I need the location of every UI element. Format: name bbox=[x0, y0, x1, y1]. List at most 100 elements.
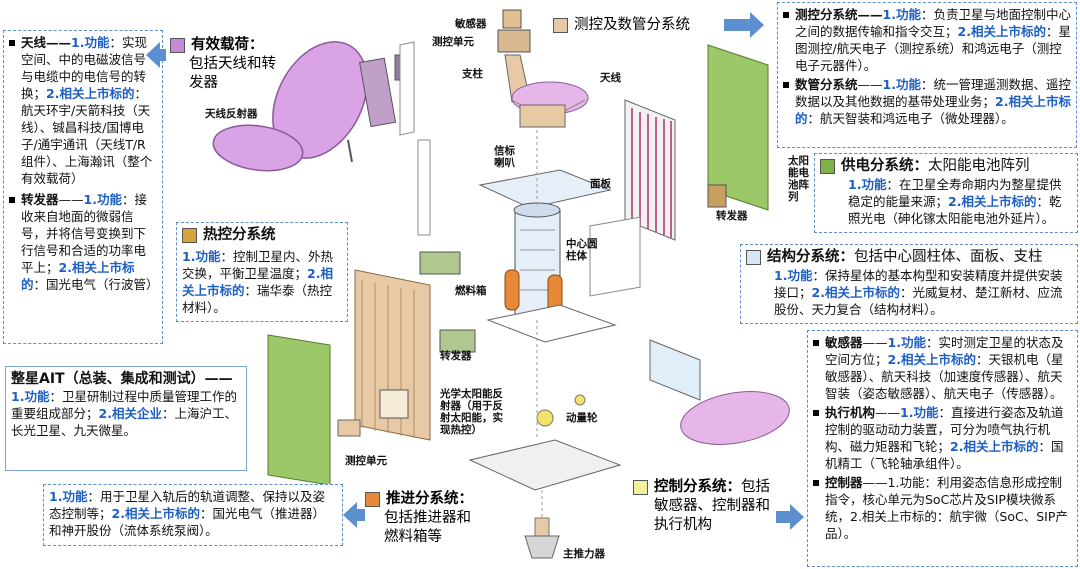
data-management-entry: 数管分系统——1.功能：统一管理遥测数据、遥控数据以及其他数据的基带处理业务；2… bbox=[783, 76, 1071, 127]
ttc-legend-swatch bbox=[553, 18, 568, 33]
structure-box: 结构分系统：包括中心圆柱体、面板、支柱 1.功能：保持星体的基本构型和安装精度并… bbox=[740, 244, 1078, 324]
arrow-right-control bbox=[776, 504, 804, 530]
controller-entry: 控制器——1.功能：利用姿态信息形成控制指令，核心单元为SoC芯片及SIP模块微… bbox=[813, 474, 1072, 542]
label-fuel-tank: 燃料箱 bbox=[455, 285, 487, 297]
arrow-left-payload bbox=[146, 42, 166, 68]
bottom-deck bbox=[468, 439, 622, 491]
structure-function-label: 1.功能 bbox=[774, 268, 813, 283]
structure-function-text: ：保持星体的基本构型和安装精度并提供安装接口； bbox=[774, 268, 1063, 300]
antenna-function-label: 1.功能 bbox=[71, 35, 110, 50]
transponder-function-label: 1.功能 bbox=[83, 192, 122, 207]
payload-desc: 包括天线和转发器 bbox=[189, 56, 276, 91]
antenna-entry: 天线——1.功能：实现空间、中的电磁波信号与电缆中的电信号的转换；2.相关上市标… bbox=[9, 34, 157, 187]
ttc-listed-label: 2.相关上市标的 bbox=[957, 24, 1046, 39]
bullet-icon bbox=[783, 12, 789, 18]
ttc-title: 测控及数管分系统 bbox=[574, 17, 690, 33]
ttc-function-label: 1.功能 bbox=[882, 7, 921, 22]
thermal-function-text: ：控制卫星内、外热交换，平衡卫星温度； bbox=[182, 249, 333, 281]
fuel-tank-1 bbox=[504, 269, 520, 311]
propulsion-detail-box: 1.功能：用于卫星入轨后的轨道调整、保持以及姿态控制等；2.相关上市标的：国光电… bbox=[43, 484, 343, 546]
dm-function-label: 1.功能 bbox=[882, 77, 921, 92]
thermal-listed-text: ：瑞华泰（热控材料）。 bbox=[182, 283, 333, 315]
ttc-unit-bottom bbox=[337, 419, 361, 437]
bullet-icon bbox=[9, 40, 15, 46]
ait-related-text: ：上海沪工、长光卫星、九天微星。 bbox=[11, 406, 237, 438]
label-center-cylinder: 中心圆 柱体 bbox=[566, 238, 598, 262]
structure-legend-swatch bbox=[746, 250, 761, 265]
ait-box: 整星AIT（总装、集成和测试）—— 1.功能：卫星研制过程中质量管理工作的重要组… bbox=[5, 366, 247, 471]
label-antenna-reflector: 天线反射器 bbox=[205, 108, 258, 120]
power-listed-label: 2.相关上市标的 bbox=[948, 194, 1037, 209]
sensor-function-label: 1.功能 bbox=[887, 335, 926, 350]
controller-name: 控制器 bbox=[825, 475, 863, 490]
bullet-icon bbox=[813, 480, 819, 486]
ttc-entry: 测控分系统——1.功能：负责卫星与地面控制中心之间的数据传输和指令交互；2.相关… bbox=[783, 6, 1071, 74]
label-beacon-horn: 信标 喇叭 bbox=[494, 145, 515, 169]
ttc-name: 测控分系统—— bbox=[795, 7, 883, 22]
ttc-header: 测控及数管分系统 bbox=[553, 16, 721, 35]
label-ttc-unit-bottom: 测控单元 bbox=[345, 455, 387, 467]
propulsion-listed-text: ：国光电气（推进器）和神开股份（流体系统泵阀）。 bbox=[49, 506, 325, 538]
power-legend-swatch bbox=[820, 159, 835, 174]
label-transponder-right: 转发器 bbox=[716, 210, 748, 222]
ttc-function-text: ：负责卫星与地面控制中心之间的数据传输和指令交互； bbox=[795, 7, 1071, 39]
dm-name: 数管分系统 bbox=[795, 77, 858, 92]
payload-title: 有效载荷： bbox=[191, 37, 264, 53]
radiator-strips bbox=[631, 108, 672, 238]
actuator-function-text: ：直接进行姿态及轨道控制的驱动动力装置，可分为喷气执行机构、磁力矩器和飞轮； bbox=[825, 405, 1064, 454]
bullet-icon bbox=[783, 82, 789, 88]
transponder-listed-text: ：国光电气（行波管） bbox=[33, 277, 159, 292]
ait-function-text: ：卫星研制过程中质量管理工作的重要组成部分； bbox=[11, 389, 237, 421]
transponder-name: 转发器 bbox=[21, 192, 59, 207]
radiator-panel bbox=[624, 99, 676, 241]
sensor-entry: 敏感器——1.功能：实时测定卫星的状态及空间方位；2.相关上市标的：天银机电（星… bbox=[813, 334, 1072, 402]
payload-detail-box: 天线——1.功能：实现空间、中的电磁波信号与电缆中的电信号的转换；2.相关上市标… bbox=[3, 30, 163, 344]
thermal-panel bbox=[354, 269, 431, 441]
control-desc: 包括敏感器、控制器和执行机构 bbox=[654, 479, 770, 533]
ait-related-label: 2.相关企业 bbox=[98, 406, 162, 421]
payload-module bbox=[359, 57, 397, 128]
dm-listed-text: ：航天智装和鸿远电子（微处理器）。 bbox=[807, 111, 1014, 126]
transponder-function-text: ：接收来自地面的微弱信号，并将信号变换到下行信号和合适的功率电平上； bbox=[21, 192, 147, 275]
solar-array-left bbox=[267, 334, 331, 486]
actuator-listed-label: 2.相关上市标的 bbox=[950, 439, 1039, 454]
thermal-title: 热控分系统 bbox=[203, 227, 276, 243]
control-title: 控制分系统： bbox=[654, 479, 741, 495]
structure-title: 结构分系统： bbox=[767, 249, 854, 265]
sensor-name: 敏感器 bbox=[825, 335, 863, 350]
arrow-right-ttc bbox=[724, 12, 764, 38]
power-function-text: ：在卫星全寿命期内为整星提供稳定的能量来源； bbox=[848, 177, 1062, 209]
propulsion-desc: 包括推进器和燃料箱等 bbox=[384, 510, 471, 545]
propulsion-legend-swatch bbox=[365, 492, 380, 507]
thermal-function-label: 1.功能 bbox=[182, 249, 221, 264]
structure-listed-label: 2.相关上市标的 bbox=[811, 285, 900, 300]
label-solar-array: 太阳 能电 池阵 列 bbox=[788, 155, 809, 203]
antenna-dish-small bbox=[212, 124, 304, 172]
ttc-listed-text: ：星图测控/航天电子（测控系统）和鸿远电子（测控电子元器件）。 bbox=[795, 24, 1071, 73]
payload-legend-swatch bbox=[170, 38, 185, 53]
top-sensor bbox=[502, 9, 522, 29]
solar-array-right bbox=[707, 44, 769, 211]
propulsion-title: 推进分系统： bbox=[386, 491, 473, 507]
dm-listed-label: 2.相关上市标的 bbox=[795, 94, 1071, 126]
bullet-icon bbox=[9, 197, 15, 203]
top-panel bbox=[478, 169, 612, 209]
propulsion-function-text: ：用于卫星入轨后的轨道调整、保持以及姿态控制等； bbox=[49, 489, 325, 521]
thermal-listed-label: 2.相关上市标的 bbox=[182, 266, 333, 298]
middle-deck bbox=[486, 304, 617, 343]
actuator-listed-text: ：国机精工（飞轮轴承组件）。 bbox=[825, 439, 1064, 471]
main-thruster bbox=[534, 517, 550, 537]
structure-listed-text: ：光威复材、楚江新材、应流股份、天力复合（结构材料）。 bbox=[774, 285, 1063, 317]
label-momentum-wheel: 动量轮 bbox=[566, 412, 598, 424]
actuator-function-label: 1.功能 bbox=[900, 405, 939, 420]
payload-header: 有效载荷： 包括天线和转发器 bbox=[170, 36, 280, 93]
propulsion-listed-label: 2.相关上市标的 bbox=[111, 506, 200, 521]
label-pillar: 支柱 bbox=[462, 68, 483, 80]
label-antenna: 天线 bbox=[600, 72, 621, 84]
thermal-legend-swatch bbox=[182, 228, 197, 243]
propulsion-header: 推进分系统： 包括推进器和燃料箱等 bbox=[365, 490, 477, 547]
label-transponder-left: 转发器 bbox=[440, 350, 472, 362]
power-box: 供电分系统：太阳能电池阵列 1.功能：在卫星全寿命期内为整星提供稳定的能量来源；… bbox=[814, 153, 1078, 233]
